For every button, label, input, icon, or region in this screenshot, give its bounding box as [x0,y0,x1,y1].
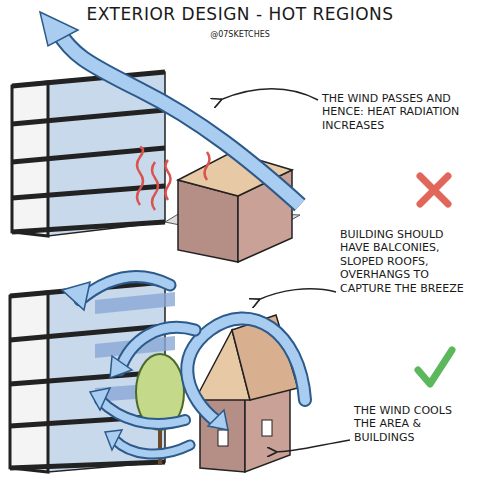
author-handle: @07SKETCHES [170,30,310,40]
callout-note: THE WIND PASSES AND HENCE: HEAT RADIATIO… [322,92,464,132]
callout-note: BUILDING SHOULD HAVE BALCONIES, SLOPED R… [340,228,468,295]
top-scene [12,12,448,262]
title: EXTERIOR DESIGN - HOT REGIONS [60,4,420,25]
callout-note: THE WIND COOLS THE AREA & BUILDINGS [354,404,472,444]
